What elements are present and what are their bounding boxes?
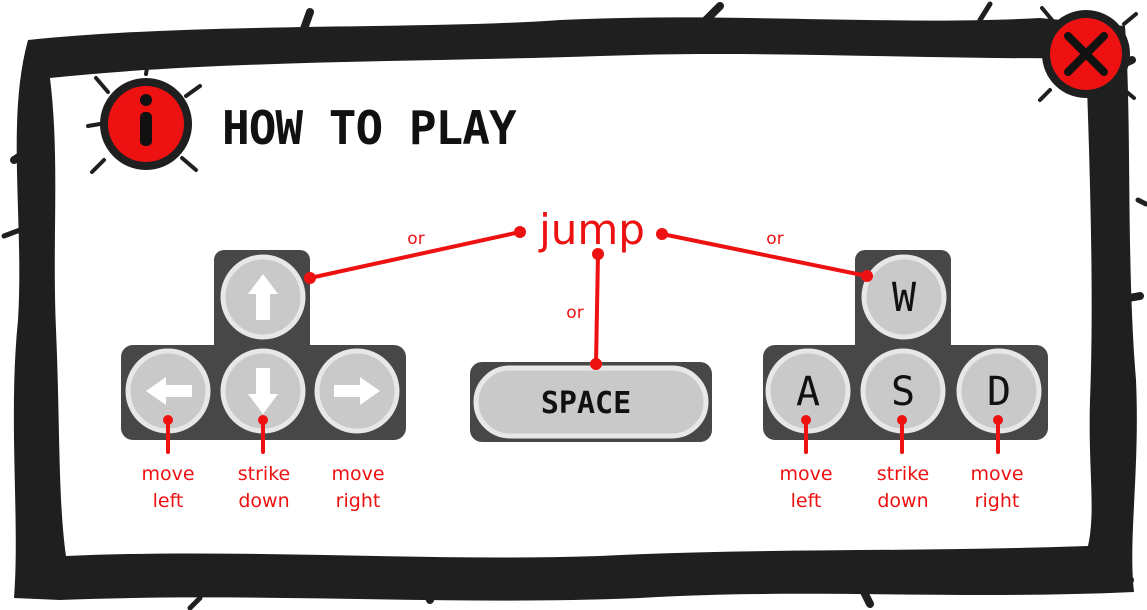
action-label: strike	[238, 463, 290, 485]
jump-connectors	[304, 226, 873, 370]
or-right-label: or	[766, 229, 783, 249]
wasd-action-labels: move left strike down move right	[779, 463, 1023, 512]
arrow-action-connectors	[163, 415, 268, 454]
dialog-title: HOW TO PLAY	[222, 101, 517, 155]
wasd-action-connectors	[801, 415, 1003, 454]
arrow-left-icon	[146, 377, 192, 405]
info-icon	[86, 60, 202, 174]
wasd-keys-cluster: W A S D	[763, 250, 1048, 440]
key-s-label: S	[891, 369, 915, 415]
action-label: strike	[877, 463, 929, 485]
action-label: down	[238, 490, 289, 512]
action-label: move	[141, 463, 194, 485]
action-label: move	[331, 463, 384, 485]
key-a[interactable]: A	[765, 348, 851, 434]
action-label: left	[791, 490, 822, 512]
close-button[interactable]	[1038, 6, 1138, 102]
close-icon	[1064, 32, 1108, 76]
action-label: right	[336, 490, 381, 512]
arrow-action-labels: move left strike down move right	[141, 463, 384, 512]
key-d-label: D	[987, 369, 1011, 415]
arrow-down-icon	[248, 368, 278, 414]
action-label: left	[153, 490, 184, 512]
jump-label: jump	[538, 205, 645, 254]
action-label: move	[779, 463, 832, 485]
or-left-label: or	[407, 229, 424, 249]
space-key[interactable]: SPACE	[470, 362, 712, 442]
arrow-keys-cluster	[121, 250, 406, 440]
arrow-right-icon	[334, 377, 380, 405]
action-label: right	[975, 490, 1020, 512]
action-label: down	[877, 490, 928, 512]
key-up[interactable]	[220, 254, 306, 340]
key-s[interactable]: S	[860, 348, 946, 434]
arrow-up-icon	[248, 274, 278, 320]
key-a-label: A	[796, 369, 820, 415]
key-right[interactable]	[314, 348, 400, 434]
action-label: move	[970, 463, 1023, 485]
key-w-label: W	[892, 275, 917, 321]
key-w[interactable]: W	[861, 254, 947, 340]
space-key-label: SPACE	[541, 386, 631, 421]
or-middle-label: or	[566, 303, 583, 323]
